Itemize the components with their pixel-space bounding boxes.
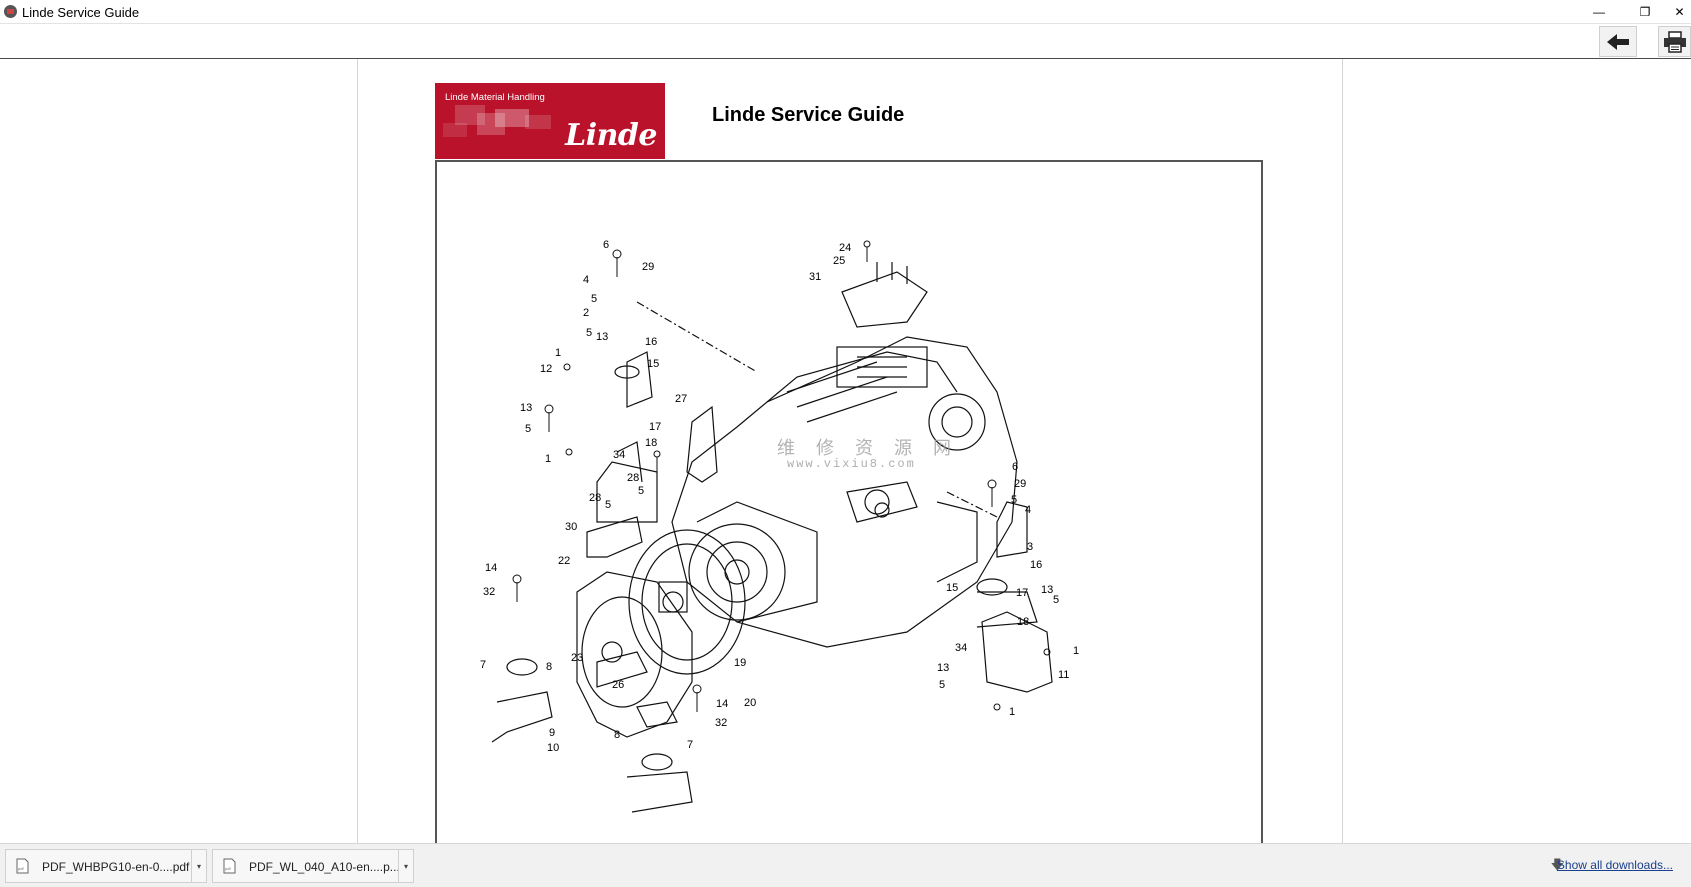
callout-label: 17 bbox=[649, 421, 661, 433]
callout-label: 18 bbox=[1017, 616, 1029, 628]
callout-label: 7 bbox=[480, 659, 486, 671]
callout-label: 15 bbox=[946, 582, 958, 594]
callout-label: 3 bbox=[1027, 541, 1033, 553]
callout-label: 28 bbox=[627, 472, 639, 484]
callout-label: 4 bbox=[1025, 504, 1031, 516]
minimize-button[interactable]: — bbox=[1593, 5, 1605, 19]
callout-label: 11 bbox=[1058, 669, 1069, 681]
callout-label: 25 bbox=[833, 255, 845, 267]
back-arrow-icon bbox=[1607, 33, 1629, 50]
callout-label: 13 bbox=[1041, 584, 1053, 596]
close-button[interactable]: ✕ bbox=[1674, 5, 1685, 19]
callout-label: 1 bbox=[1073, 645, 1079, 657]
callout-label: 5 bbox=[591, 293, 597, 305]
callout-label: 26 bbox=[612, 679, 624, 691]
download-filename: PDF_WL_040_A10-en....p... bbox=[249, 860, 400, 874]
callout-label: 17 bbox=[1016, 587, 1028, 599]
document-viewport[interactable]: Linde Material Handling Linde Linde Serv… bbox=[0, 59, 1691, 843]
engine-mount-exploded-diagram: 6 29 4 5 2 5 13 16 15 1 12 13 5 1 17 18 bbox=[480, 239, 1079, 813]
callout-label: 6 bbox=[603, 239, 609, 251]
print-button[interactable] bbox=[1658, 26, 1691, 57]
callout-label: 5 bbox=[605, 499, 611, 511]
callout-label: 28 bbox=[589, 492, 601, 504]
downloads-bar: pdf PDF_WHBPG10-en-0....pdf ▾ pdf PDF_WL… bbox=[0, 843, 1691, 887]
document-page: Linde Material Handling Linde Linde Serv… bbox=[357, 59, 1343, 843]
callout-label: 20 bbox=[744, 697, 756, 709]
callout-label: 7 bbox=[687, 739, 693, 751]
callout-label: 1 bbox=[545, 453, 551, 465]
callout-label: 8 bbox=[546, 661, 552, 673]
callout-label: 34 bbox=[955, 642, 967, 654]
callout-label: 14 bbox=[485, 562, 497, 574]
callout-label: 5 bbox=[1011, 494, 1017, 506]
callout-label: 15 bbox=[647, 358, 659, 370]
callout-label: 23 bbox=[571, 652, 583, 664]
parts-diagram-frame: 6 29 4 5 2 5 13 16 15 1 12 13 5 1 17 18 bbox=[435, 160, 1263, 843]
callout-label: 2 bbox=[583, 307, 589, 319]
show-all-downloads-link[interactable]: Show all downloads... bbox=[1556, 858, 1673, 872]
callout-label: 30 bbox=[565, 521, 577, 533]
pdf-file-icon: pdf bbox=[16, 858, 29, 874]
callout-label: 32 bbox=[483, 586, 495, 598]
linde-logo: Linde Material Handling Linde bbox=[435, 83, 665, 159]
download-options-button[interactable]: ▾ bbox=[191, 850, 206, 882]
logo-tagline: Linde Material Handling bbox=[445, 92, 545, 103]
page-title: Linde Service Guide bbox=[712, 104, 905, 126]
callout-label: 18 bbox=[645, 437, 657, 449]
window-title: Linde Service Guide bbox=[22, 5, 140, 20]
callout-label: 5 bbox=[586, 327, 592, 339]
callout-label: 1 bbox=[1009, 706, 1015, 718]
download-item[interactable]: pdf PDF_WHBPG10-en-0....pdf ▾ bbox=[5, 849, 207, 883]
svg-text:pdf: pdf bbox=[18, 866, 24, 871]
pdf-file-icon: pdf bbox=[223, 858, 236, 874]
callout-label: 22 bbox=[558, 555, 570, 567]
download-arrow-icon: 🡇 bbox=[1550, 857, 1564, 872]
callout-label: 9 bbox=[549, 727, 555, 739]
callout-label: 16 bbox=[645, 336, 657, 348]
callout-label: 12 bbox=[540, 363, 552, 375]
logo-pattern bbox=[443, 105, 551, 137]
callout-label: 13 bbox=[937, 662, 949, 674]
download-item[interactable]: pdf PDF_WL_040_A10-en....p... ▾ bbox=[212, 849, 414, 883]
callout-label: 29 bbox=[642, 261, 654, 273]
callout-label: 1 bbox=[555, 347, 561, 359]
callout-label: 5 bbox=[525, 423, 531, 435]
callout-label: 27 bbox=[675, 393, 687, 405]
callout-label: 32 bbox=[715, 717, 727, 729]
callout-label: 8 bbox=[614, 729, 620, 741]
restore-button[interactable]: ❐ bbox=[1639, 5, 1651, 19]
callout-label: 13 bbox=[596, 331, 608, 343]
callout-label: 34 bbox=[613, 449, 625, 461]
back-button[interactable] bbox=[1599, 26, 1637, 57]
download-filename: PDF_WHBPG10-en-0....pdf bbox=[42, 860, 190, 874]
watermark-text: 维 修 资 源 网 bbox=[777, 438, 960, 458]
callout-label: 31 bbox=[809, 271, 821, 283]
printer-icon bbox=[1663, 30, 1686, 53]
callout-label: 16 bbox=[1030, 559, 1042, 571]
callout-label: 19 bbox=[734, 657, 746, 669]
callout-label: 6 bbox=[1012, 461, 1018, 473]
callout-label: 5 bbox=[1053, 594, 1059, 606]
callout-label: 4 bbox=[583, 274, 589, 286]
download-options-button[interactable]: ▾ bbox=[398, 850, 413, 882]
watermark-url: www.vixiu8.com bbox=[787, 457, 916, 471]
callout-label: 24 bbox=[839, 242, 851, 254]
callout-label: 5 bbox=[939, 679, 945, 691]
app-icon bbox=[4, 5, 17, 18]
callout-label: 5 bbox=[638, 485, 644, 497]
svg-text:pdf: pdf bbox=[225, 866, 231, 871]
callout-label: 10 bbox=[547, 742, 559, 754]
logo-wordmark: Linde bbox=[565, 118, 657, 153]
callout-label: 14 bbox=[716, 698, 728, 710]
title-bar: Linde Service Guide — ❐ ✕ bbox=[0, 0, 1691, 24]
toolbar bbox=[0, 24, 1691, 59]
callout-label: 29 bbox=[1014, 478, 1026, 490]
callout-label: 13 bbox=[520, 402, 532, 414]
